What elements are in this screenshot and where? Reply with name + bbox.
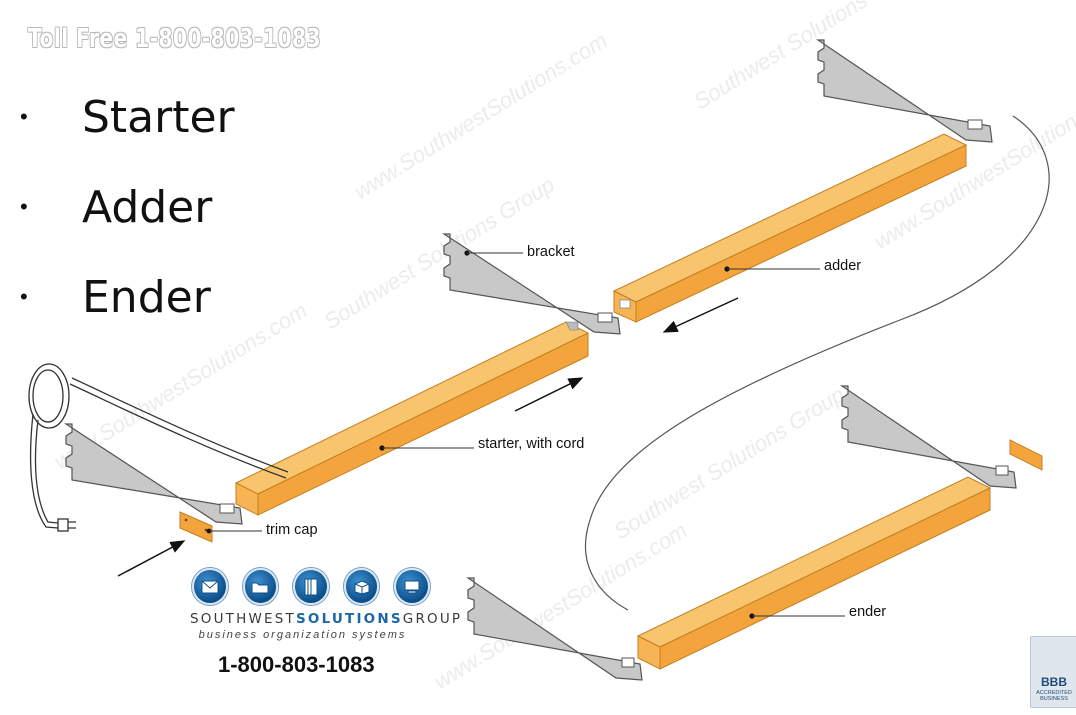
bracket-middle (441, 233, 621, 335)
arrow-trim-cap (117, 540, 186, 577)
power-cord (28, 363, 289, 532)
list-item-label: Adder (82, 182, 213, 233)
callout-starter: starter, with cord (478, 436, 585, 452)
binder-icon (293, 568, 329, 605)
arrow-starter (514, 377, 584, 412)
list-item-label: Starter (82, 92, 235, 143)
callout-lines (209, 252, 845, 617)
starter-bar (234, 321, 590, 516)
arrow-adder (662, 297, 739, 333)
trim-cap-right (1009, 439, 1043, 471)
watermark-text: Southwest Solutions Group (609, 382, 848, 544)
motion-arrows (117, 297, 739, 577)
callout-ender: ender (849, 604, 887, 620)
brand-logo: SOUTHWESTSOLUTIONSGROUP business organiz… (190, 568, 460, 641)
toll-free-watermark: Toll Free 1-800-803-1083 (28, 24, 321, 54)
bullet-dot: • (20, 284, 28, 309)
bbb-label: BBB (1041, 675, 1067, 689)
ender-bar (636, 476, 992, 670)
list-item-label: Ender (82, 272, 211, 323)
computer-icon (394, 568, 430, 605)
trim-cap-left (179, 511, 213, 543)
brand-name: SOUTHWESTSOLUTIONSGROUP (190, 611, 460, 627)
bracket-bottom (466, 577, 643, 681)
bracket-lower-right (840, 385, 1017, 489)
bullet-dot: • (20, 104, 28, 129)
callout-adder: adder (824, 258, 862, 274)
brand-icon-row (192, 568, 430, 605)
bbb-badge: BBB ACCREDITED BUSINESS (1030, 636, 1076, 708)
watermark-text: www.SouthwestSolutions.com (429, 518, 691, 695)
watermark-text: www.SouthwestSolutions.com (349, 28, 611, 205)
brand-phone: 1-800-803-1083 (218, 652, 375, 677)
bracket-left (63, 423, 243, 525)
bbb-sub-label: ACCREDITED BUSINESS (1036, 690, 1072, 702)
envelope-icon (192, 568, 228, 605)
adder-bar (612, 133, 968, 323)
callout-trim-cap: trim cap (266, 522, 318, 538)
brand-name-right: GROUP (402, 611, 463, 627)
bracket-top-right (816, 39, 993, 143)
flow-curve (584, 115, 1050, 611)
callout-bracket: bracket (527, 244, 575, 260)
folder-icon (242, 568, 279, 605)
brand-name-left: SOUTHWEST (190, 611, 296, 627)
box-icon (343, 568, 380, 605)
brand-name-mid: SOLUTIONS (295, 611, 403, 627)
bullet-dot: • (20, 194, 28, 219)
brand-tagline: business organization systems (198, 629, 407, 641)
